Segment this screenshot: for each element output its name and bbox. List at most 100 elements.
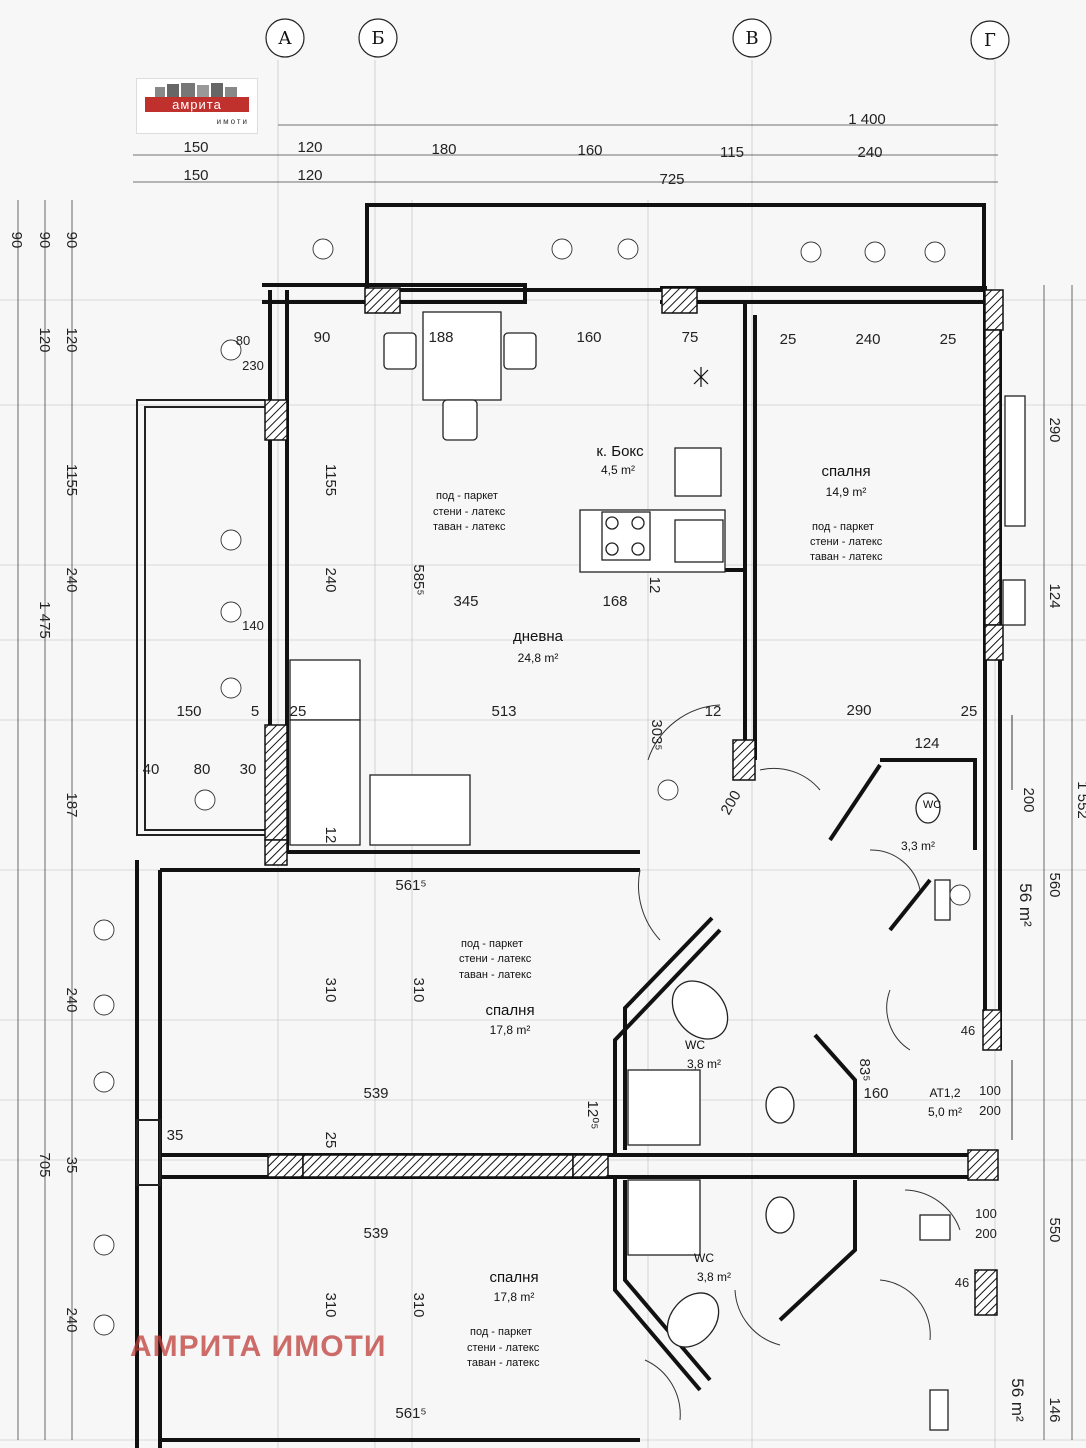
- axis-v: В: [745, 28, 758, 49]
- dim-label: 25: [780, 331, 797, 348]
- dim-label: 12: [705, 703, 722, 720]
- dim-label: 539: [363, 1225, 388, 1242]
- dim-left: 240: [63, 567, 80, 592]
- washer: [929, 1389, 949, 1431]
- finish-ceiling: таван - латекс: [459, 969, 532, 981]
- dim-label: 35: [167, 1127, 184, 1144]
- room-area: 3,8 m²: [697, 1270, 731, 1284]
- dim-label: 310: [322, 977, 339, 1002]
- room-area: 4,5 m²: [601, 463, 635, 477]
- finish-floor: под - паркет: [436, 490, 498, 502]
- dim-right: 124: [1046, 583, 1063, 608]
- finish-floor: под - паркет: [470, 1326, 532, 1338]
- dim-label: 25: [290, 703, 307, 720]
- chair: [442, 399, 478, 441]
- window-label: 80: [236, 333, 250, 348]
- logo-name: амрита: [145, 97, 249, 112]
- dim-left: 187: [63, 792, 80, 817]
- dim-right: 560: [1046, 872, 1063, 897]
- dim-label: 5: [251, 703, 259, 720]
- room-labels: к. Бокс 4,5 m² спалня 14,9 m² дневна 24,…: [485, 443, 962, 1304]
- dining-table: [422, 311, 502, 401]
- dim-label: 200: [979, 1103, 1001, 1118]
- toilet: [765, 1086, 795, 1124]
- room-area: 14,9 m²: [826, 485, 867, 499]
- dim-label: 25: [322, 1132, 339, 1149]
- chair: [503, 332, 537, 370]
- dim-label: 310: [410, 1292, 427, 1317]
- dim-label: 561⁵: [395, 1405, 426, 1422]
- watermark: АМРИТА ИМОТИ: [130, 1330, 387, 1363]
- dim-left: 35: [63, 1157, 80, 1174]
- dim-right: 1 552: [1074, 781, 1086, 819]
- room-area: 24,8 m²: [518, 651, 559, 665]
- room-name: спалня: [821, 463, 870, 480]
- axis-b: Б: [371, 28, 384, 49]
- room-name: дневна: [513, 628, 564, 645]
- room-name: спалня: [485, 1002, 534, 1019]
- dim-label: 539: [363, 1085, 388, 1102]
- dim-left: 120: [36, 327, 53, 352]
- unit-area-label: 56 m²: [1016, 883, 1035, 927]
- dim-left: 1155: [63, 464, 80, 496]
- dim-right: 290: [1046, 417, 1063, 442]
- furniture: [289, 311, 1026, 1431]
- dim-top: 115: [720, 144, 744, 161]
- dim-label: 46: [961, 1023, 975, 1038]
- finish-ceiling: таван - латекс: [433, 521, 506, 533]
- dim-label: 168: [602, 593, 627, 610]
- logo-subtitle: имоти: [216, 117, 249, 126]
- toilet: [765, 1196, 795, 1234]
- oven: [674, 519, 724, 563]
- window-label: 230: [242, 358, 264, 373]
- room-name: спалня: [489, 1269, 538, 1286]
- dim-label: 100: [975, 1206, 997, 1221]
- dim-left: 90: [8, 232, 25, 249]
- wardrobe: [1004, 395, 1026, 527]
- company-logo: амрита имоти: [136, 78, 258, 134]
- sofa: [289, 719, 361, 846]
- unit-area-label: 56 m²: [1008, 1378, 1027, 1422]
- dim-label: 40: [143, 761, 160, 778]
- finish-floor: под - паркет: [812, 521, 874, 533]
- dim-top: 150: [183, 139, 208, 156]
- bathtub: [666, 1292, 720, 1348]
- finish-walls: стени - латекс: [467, 1342, 540, 1354]
- dim-left: 705: [36, 1152, 53, 1177]
- dim-label: 25: [940, 331, 957, 348]
- dim-top: 180: [431, 141, 456, 158]
- dim-left: 240: [63, 1307, 80, 1332]
- room-area: 3,3 m²: [901, 839, 935, 853]
- dim-total-width: 1 400: [848, 111, 886, 128]
- room-name: WC: [694, 1251, 714, 1265]
- cabinet: [1002, 579, 1026, 626]
- dim-left: 1 475: [36, 601, 53, 639]
- dim-label: 46: [955, 1275, 969, 1290]
- dim-label: 585⁵: [410, 564, 427, 595]
- dim-label: 310: [410, 977, 427, 1002]
- interior-dimensions: 90 188 160 75 25 240 25 345 168 513 12 2…: [143, 329, 1035, 1422]
- dim-label: 160: [863, 1085, 888, 1102]
- dim-top: 725: [659, 171, 684, 188]
- dim-top: 160: [577, 142, 602, 159]
- dim-label: 83⁵: [856, 1059, 873, 1082]
- dim-label: 200: [717, 788, 744, 818]
- finish-walls: стени - латекс: [810, 536, 883, 548]
- room-name: АТ1,2: [929, 1086, 960, 1100]
- dim-label: 150: [176, 703, 201, 720]
- room-area: 17,8 m²: [490, 1023, 531, 1037]
- dim-label: 12: [646, 577, 663, 594]
- finish-walls: стени - латекс: [433, 506, 506, 518]
- dim-label: 12: [322, 827, 339, 844]
- dim-label: 240: [855, 331, 880, 348]
- finish-walls: стени - латекс: [459, 953, 532, 965]
- dim-label: 30: [240, 761, 257, 778]
- dim-label: 75: [682, 329, 699, 346]
- sink: [674, 447, 722, 497]
- dim-label: 561⁵: [395, 877, 426, 894]
- doors: [638, 704, 1013, 1421]
- dim-label: 25: [961, 703, 978, 720]
- finish-ceiling: таван - латекс: [467, 1357, 540, 1369]
- dim-label: 188: [428, 329, 453, 346]
